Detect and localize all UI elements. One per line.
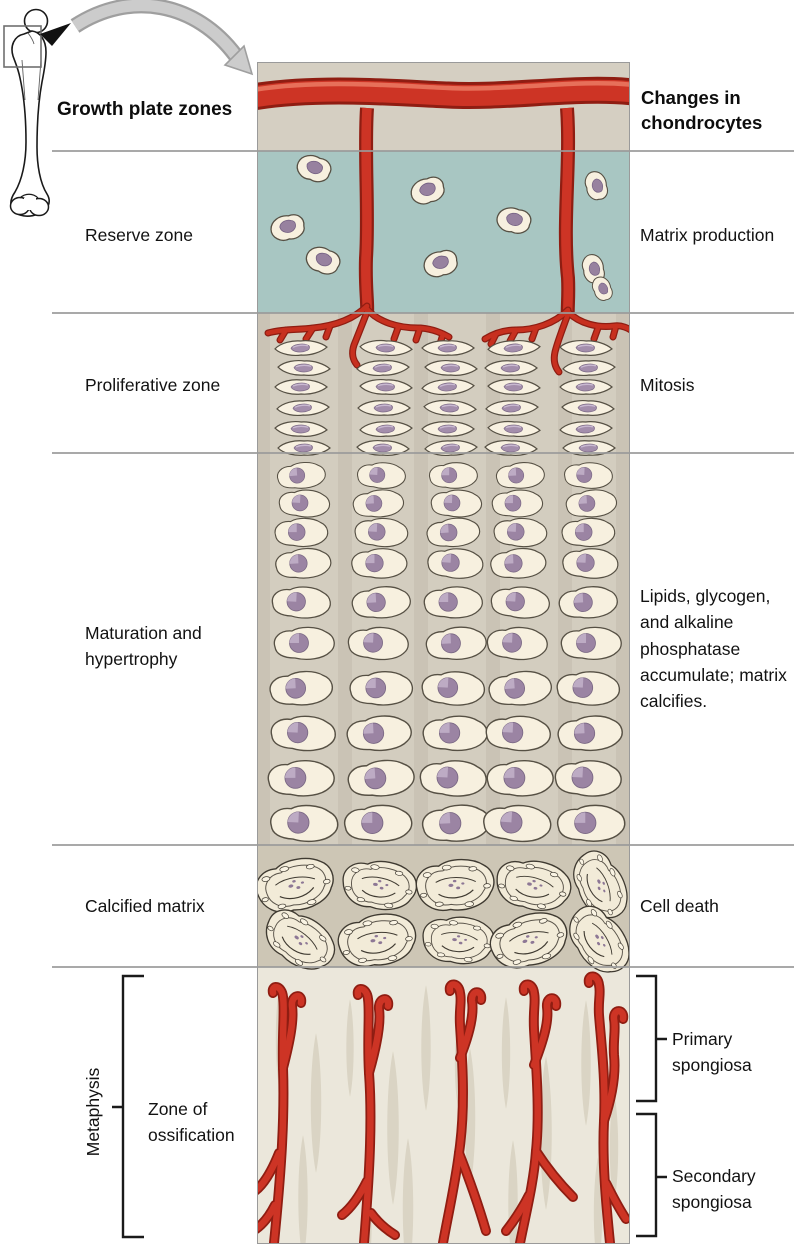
zone-divider (52, 452, 794, 454)
label-secondary-spongiosa: Secondary spongiosa (672, 1166, 756, 1213)
metaphysis-bracket (112, 974, 144, 1239)
zone-divider (52, 150, 794, 152)
secondary-spongiosa-bracket (636, 1112, 667, 1238)
label-lipids-accumulate: Lipids, glycogen, and alkaline phosphata… (640, 586, 787, 711)
label-proliferative-zone: Proliferative zone (85, 375, 221, 395)
label-maturation-hypertrophy: Maturation and hypertrophy (85, 623, 202, 670)
label-mitosis: Mitosis (640, 375, 695, 395)
epiphyseal-vessels (258, 76, 629, 372)
femur-head (23, 8, 49, 34)
pointer-wedge (40, 23, 71, 46)
growth-plate-panel (257, 62, 630, 1244)
primary-spongiosa-bracket (636, 974, 667, 1103)
zone-divider (52, 312, 794, 314)
label-metaphysis: Metaphysis (82, 1067, 103, 1157)
left-column-header: Growth plate zones (57, 99, 233, 120)
epiphysis-highlight-box (3, 25, 42, 68)
label-calcified-matrix: Calcified matrix (85, 896, 205, 916)
label-matrix-production: Matrix production (640, 225, 775, 245)
femur-shaft (10, 30, 50, 217)
right-column-header: Changes in chondrocytes (641, 87, 763, 133)
zone-divider (52, 966, 794, 968)
zone-divider (52, 844, 794, 846)
label-zone-of-ossification: Zone of ossification (148, 1099, 235, 1146)
label-reserve-zone: Reserve zone (85, 225, 193, 245)
label-cell-death: Cell death (640, 896, 719, 916)
label-primary-spongiosa: Primary spongiosa (672, 1029, 752, 1076)
curved-arrow-icon (70, 0, 254, 76)
